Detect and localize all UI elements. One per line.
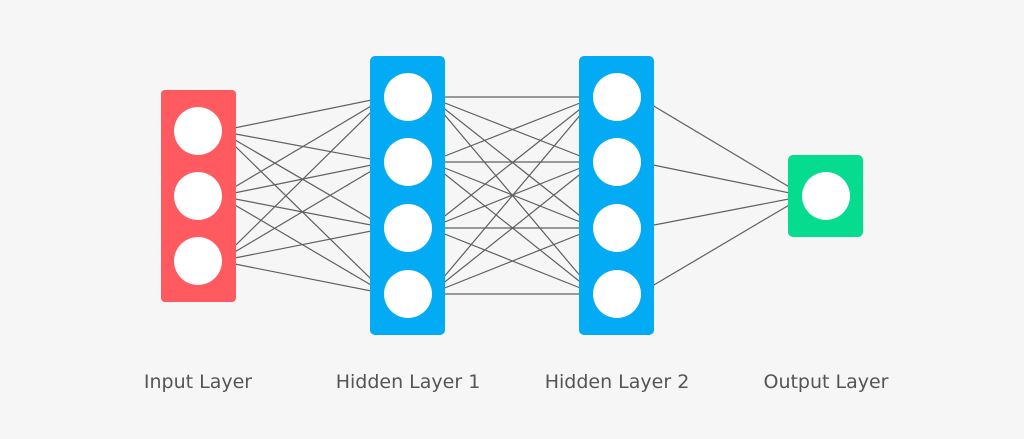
hidden-1-neuron-3 [384,204,432,252]
connection-hidden-1-4-to-hidden-2-2 [429,161,596,295]
hidden-layer-2 [579,56,654,335]
hidden-2-neuron-3 [593,204,641,252]
connection-hidden-1-3-to-hidden-2-1 [429,96,596,229]
hidden-2-neuron-4 [593,270,641,318]
connection-hidden-1-4-to-hidden-2-1 [429,96,596,295]
hidden-2-neuron-2 [593,138,641,186]
hidden-1-neuron-4 [384,270,432,318]
hidden-2-neuron-1 [593,73,641,121]
connection-hidden-1-4-to-hidden-2-3 [429,227,596,295]
output-neuron-1 [802,172,850,220]
input-neuron-1 [174,107,222,155]
input-neuron-3 [174,237,222,285]
input-layer [161,90,236,302]
connection-hidden-1-2-to-hidden-2-1 [429,96,596,163]
input-neuron-2 [174,172,222,220]
hidden-layer-1-label: Hidden Layer 1 [336,371,481,393]
connection-input-3-to-hidden-1-2 [219,161,387,262]
output-layer [788,155,863,237]
connections [219,96,805,295]
connection-input-2-to-hidden-1-1 [219,96,387,197]
input-layer-label: Input Layer [144,371,252,393]
connection-input-1-to-hidden-1-1 [219,96,387,132]
connection-hidden-2-3-to-output-1 [638,195,805,229]
hidden-layer-2-box [579,56,654,335]
connection-hidden-2-1-to-output-1 [638,96,805,197]
connection-input-3-to-hidden-1-1 [219,96,387,262]
connection-input-3-to-hidden-1-3 [219,227,387,262]
hidden-1-neuron-2 [384,138,432,186]
hidden-layer-1-box [370,56,445,335]
output-layer-label: Output Layer [763,371,888,393]
hidden-layer-1 [370,56,445,335]
hidden-layer-2-label: Hidden Layer 2 [545,371,690,393]
connection-hidden-2-4-to-output-1 [638,195,805,295]
connection-input-3-to-hidden-1-4 [219,260,387,295]
connection-hidden-2-2-to-output-1 [638,161,805,197]
hidden-1-neuron-1 [384,73,432,121]
